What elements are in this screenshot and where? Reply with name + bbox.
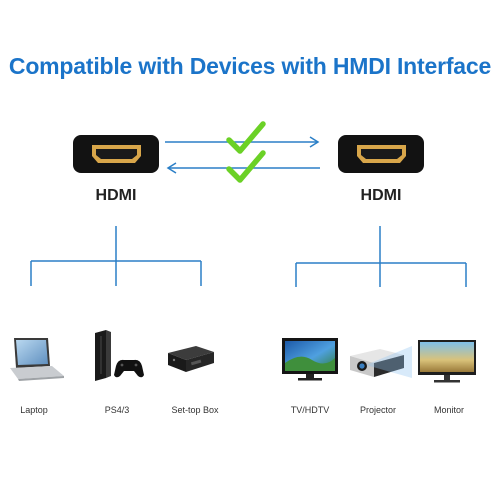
left-connector xyxy=(30,226,202,286)
page-title: Compatible with Devices with HMDI Interf… xyxy=(8,53,492,79)
monitor-icon xyxy=(418,340,476,383)
device-label-ps4: PS4/3 xyxy=(104,405,130,415)
left-port-label: HDMI xyxy=(95,187,137,204)
right-hdmi-port-icon xyxy=(338,135,424,173)
laptop-icon xyxy=(10,338,64,381)
projector-icon xyxy=(350,346,412,378)
check-icon xyxy=(226,121,266,154)
arrow-right xyxy=(165,136,320,148)
arrow-left xyxy=(166,162,320,174)
set-top-box-icon xyxy=(168,346,214,372)
left-hdmi-port-icon xyxy=(73,135,159,173)
device-label-set-top-box: Set-top Box xyxy=(171,405,219,415)
right-port-label: HDMI xyxy=(360,187,402,204)
device-label-tv: TV/HDTV xyxy=(290,405,330,415)
device-label-monitor: Monitor xyxy=(433,405,464,415)
tv-icon xyxy=(282,338,338,381)
device-label-laptop: Laptop xyxy=(20,405,48,415)
check-icon xyxy=(226,150,266,183)
device-label-projector: Projector xyxy=(359,405,396,415)
right-connector xyxy=(295,226,467,287)
game-console-icon xyxy=(95,330,144,381)
